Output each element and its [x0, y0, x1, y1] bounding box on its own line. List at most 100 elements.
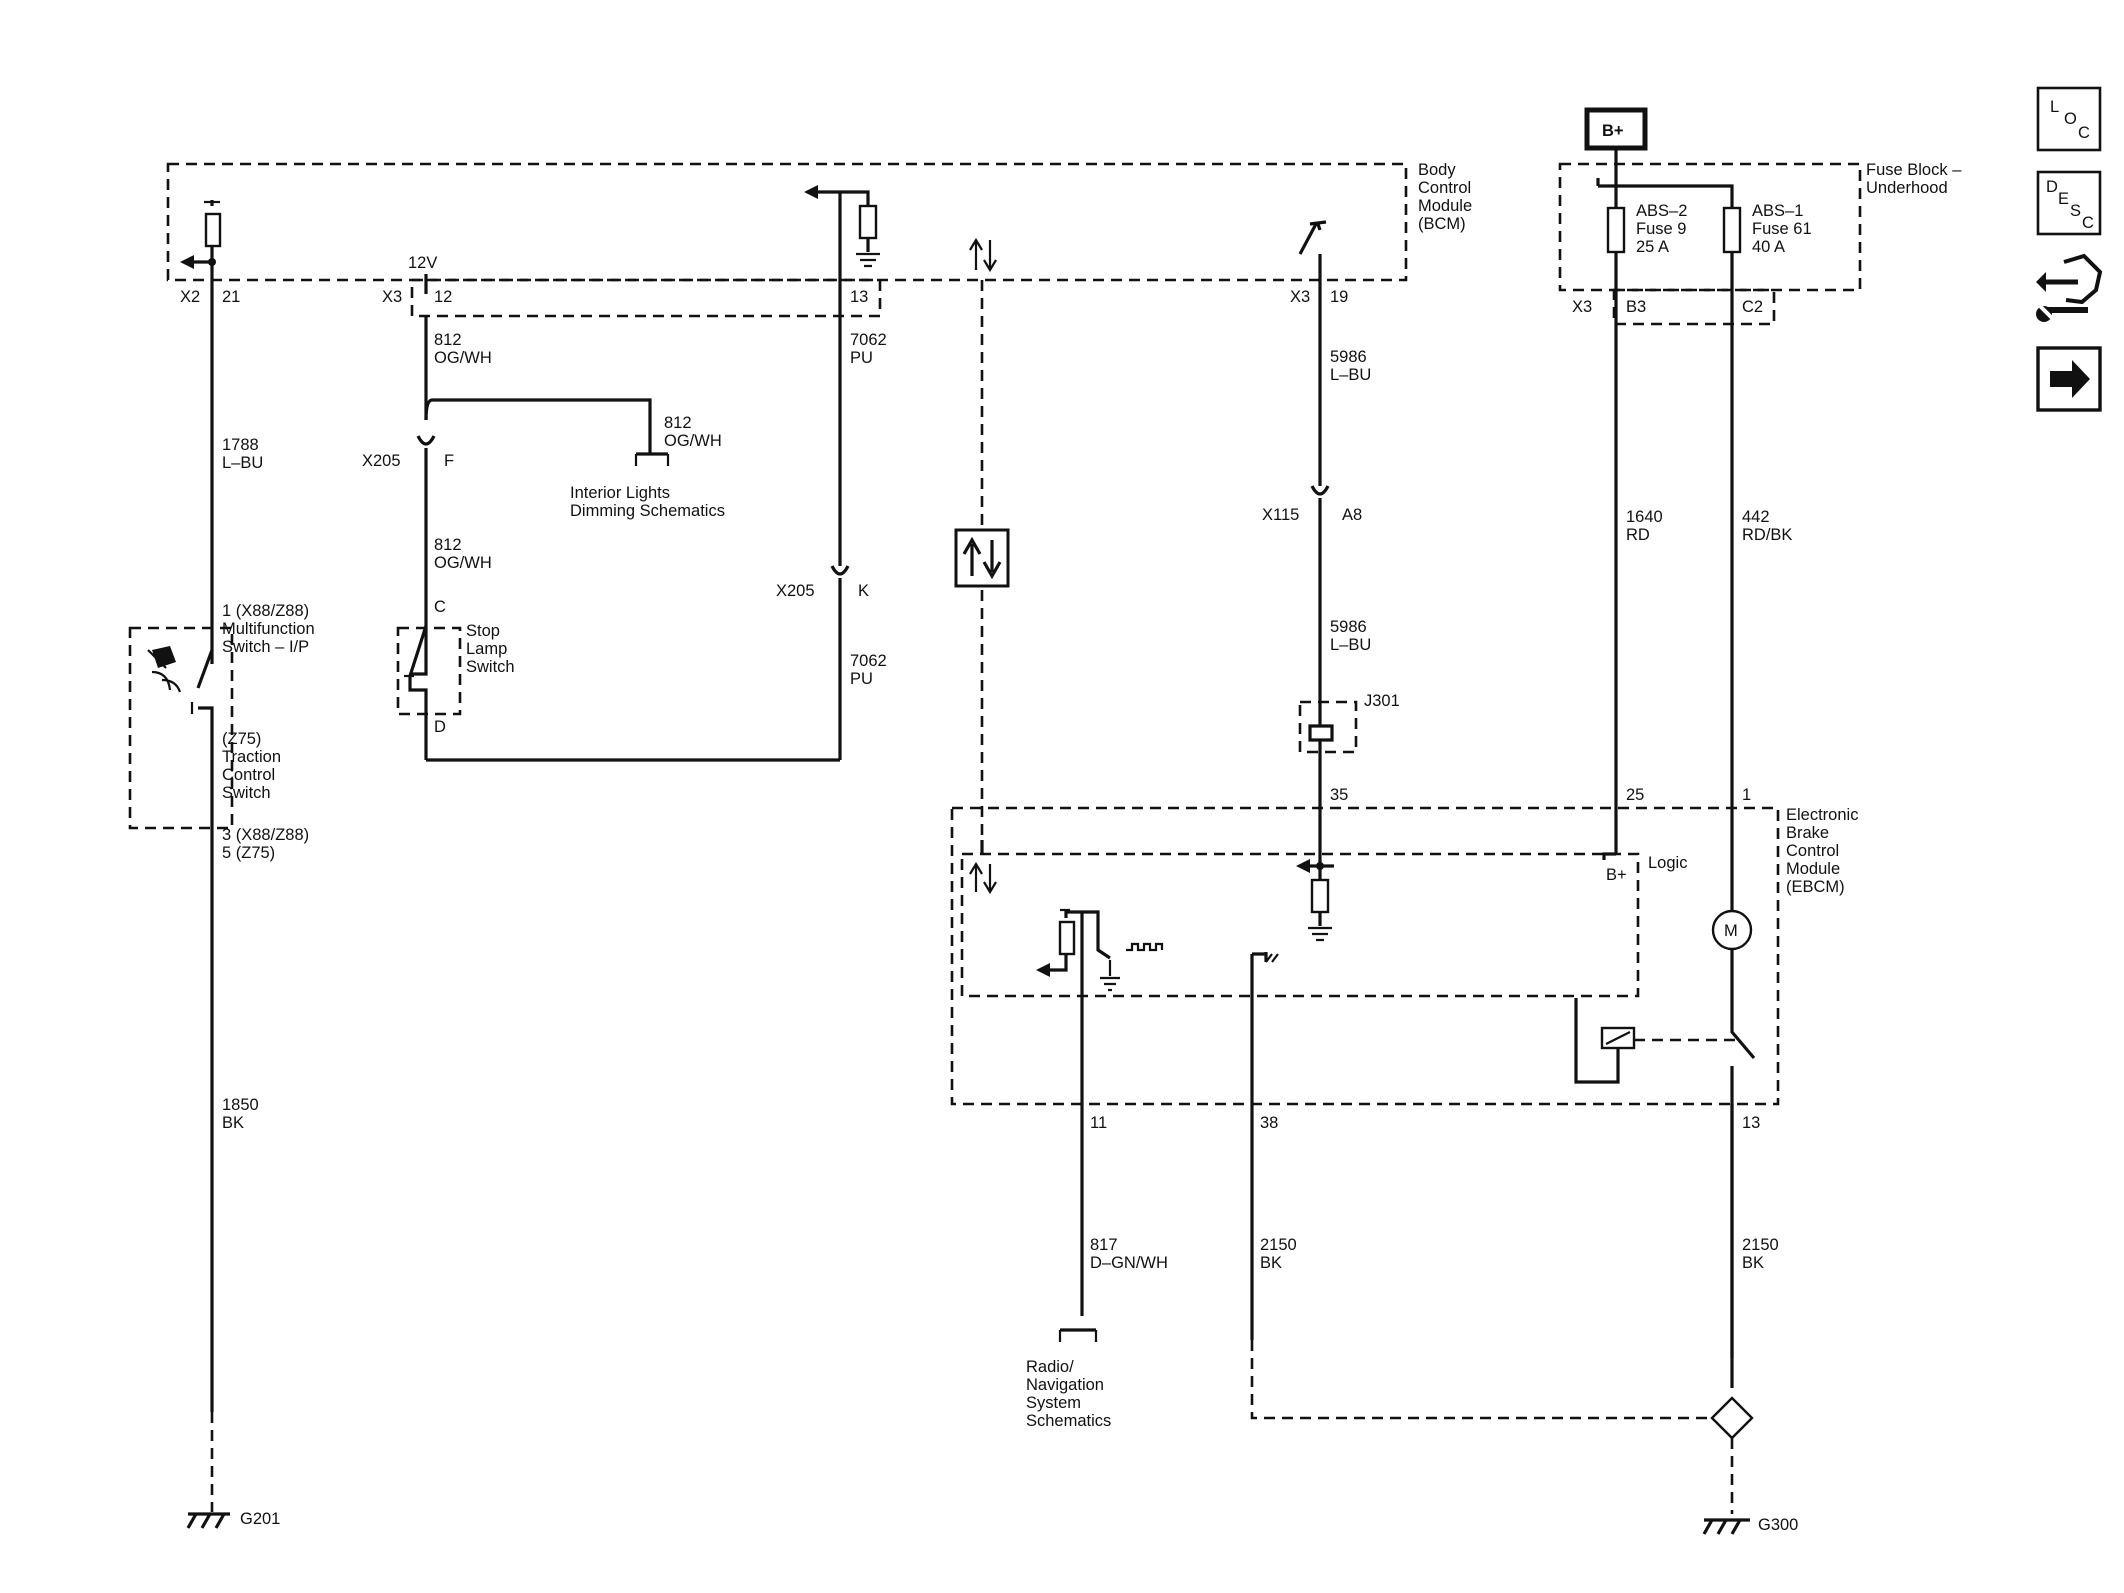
- label-line: Stop: [466, 622, 500, 640]
- x205b-pin-label: K: [858, 582, 869, 600]
- label-line: Dimming Schematics: [570, 502, 725, 520]
- label-line: D–GN/WH: [1090, 1254, 1168, 1272]
- connector-info-button[interactable]: [2030, 253, 2110, 332]
- x3b-label: X3: [1290, 288, 1310, 306]
- pin-b3-label: B3: [1626, 298, 1646, 316]
- label-line: 1788: [222, 436, 259, 454]
- b-plus-label: B+: [1602, 122, 1624, 140]
- label-line: 2150: [1742, 1236, 1779, 1254]
- label-line: Multifunction: [222, 620, 315, 638]
- label-line: 1640: [1626, 508, 1663, 526]
- stop-lamp-switch-box: [396, 626, 462, 716]
- label-line: Schematics: [1026, 1412, 1111, 1430]
- pin-19-label: 19: [1330, 288, 1348, 306]
- svg-text:C: C: [2078, 124, 2090, 142]
- label-line: OG/WH: [434, 554, 492, 572]
- label-line: 812: [434, 331, 462, 349]
- label-line: 5 (Z75): [222, 844, 275, 862]
- ebcm-box: [950, 806, 1780, 1106]
- next-page-button[interactable]: [2036, 346, 2102, 412]
- g300-ground-symbol: [1702, 1518, 1750, 1535]
- label-line: System: [1026, 1394, 1081, 1412]
- label-line: 7062: [850, 652, 887, 670]
- label-line: 812: [434, 536, 462, 554]
- switch-pins-label: 3 (X88/Z88)5 (Z75): [222, 826, 309, 862]
- label-line: 442: [1742, 508, 1770, 526]
- label-line: Interior Lights: [570, 484, 670, 502]
- loc-icon: L O C: [2050, 98, 2090, 142]
- loc-button[interactable]: L O C: [2036, 86, 2102, 152]
- fuse-block-label: Fuse Block –Underhood: [1866, 161, 1962, 197]
- label-line: 1 (X88/Z88): [222, 602, 309, 620]
- label-line: Control: [1786, 842, 1839, 860]
- label-line: Underhood: [1866, 179, 1948, 197]
- label-line: L–BU: [1330, 366, 1371, 384]
- label-line: 5986: [1330, 348, 1367, 366]
- label-line: Fuse 61: [1752, 220, 1812, 238]
- label-line: RD: [1626, 526, 1650, 544]
- label-line: Switch: [222, 784, 271, 802]
- x205-f-connector: [416, 435, 436, 446]
- bcm-13-resistor: [858, 204, 878, 240]
- label-line: ABS–2: [1636, 202, 1687, 220]
- label-line: 3 (X88/Z88): [222, 826, 309, 844]
- pin-12-label: 12: [434, 288, 452, 306]
- traction-control-icon: [147, 646, 182, 693]
- label-line: Control: [1418, 179, 1471, 197]
- label-line: 2150: [1260, 1236, 1297, 1254]
- label-line: PU: [850, 670, 873, 688]
- label-line: Body: [1418, 161, 1456, 179]
- svg-text:O: O: [2064, 110, 2077, 128]
- b-plus-logic-label: B+: [1606, 866, 1627, 884]
- label-line: 40 A: [1752, 238, 1785, 256]
- label-line: (EBCM): [1786, 878, 1845, 896]
- ebcm-35-resistor: [1310, 878, 1330, 914]
- x2-label: X2: [180, 288, 200, 306]
- x115-label: X115: [1262, 506, 1299, 524]
- x115-pin-label: A8: [1342, 506, 1362, 524]
- logic-label: Logic: [1648, 854, 1687, 872]
- g201-ground-symbol: [186, 1512, 230, 1529]
- pin-11-label: 11: [1090, 1114, 1107, 1132]
- x205a-pin-label: F: [444, 452, 454, 470]
- pin-c-label: C: [434, 598, 446, 616]
- desc-button[interactable]: D E S C: [2036, 170, 2102, 236]
- serial-data-symbol[interactable]: [954, 528, 1010, 588]
- label-line: Fuse Block –: [1866, 161, 1962, 179]
- label-line: Switch: [466, 658, 515, 676]
- j301-label: J301: [1364, 692, 1400, 710]
- fuse-9-symbol: [1606, 206, 1626, 254]
- arrow-right-icon: [2050, 360, 2090, 398]
- label-line: L–BU: [222, 454, 263, 472]
- label-line: Control: [222, 766, 275, 784]
- ebcm-11-resistor: [1058, 920, 1076, 956]
- label-line: 812: [664, 414, 692, 432]
- svg-text:E: E: [2058, 190, 2069, 208]
- label-line: (BCM): [1418, 215, 1466, 233]
- label-line: Lamp: [466, 640, 507, 658]
- label-line: Traction: [222, 748, 281, 766]
- pin-25-label: 25: [1626, 786, 1644, 804]
- b-plus-box: [1584, 107, 1648, 151]
- svg-text:C: C: [2082, 214, 2094, 232]
- ebcm-logic-box: [960, 852, 1640, 998]
- label-line: (Z75): [222, 730, 261, 748]
- switch-assembly-box: [128, 626, 234, 830]
- x3a-label: X3: [382, 288, 402, 306]
- svg-text:S: S: [2070, 202, 2081, 220]
- g201-label: G201: [240, 1510, 280, 1528]
- label-line: L–BU: [1330, 636, 1371, 654]
- fuse-x3-label: X3: [1572, 298, 1592, 316]
